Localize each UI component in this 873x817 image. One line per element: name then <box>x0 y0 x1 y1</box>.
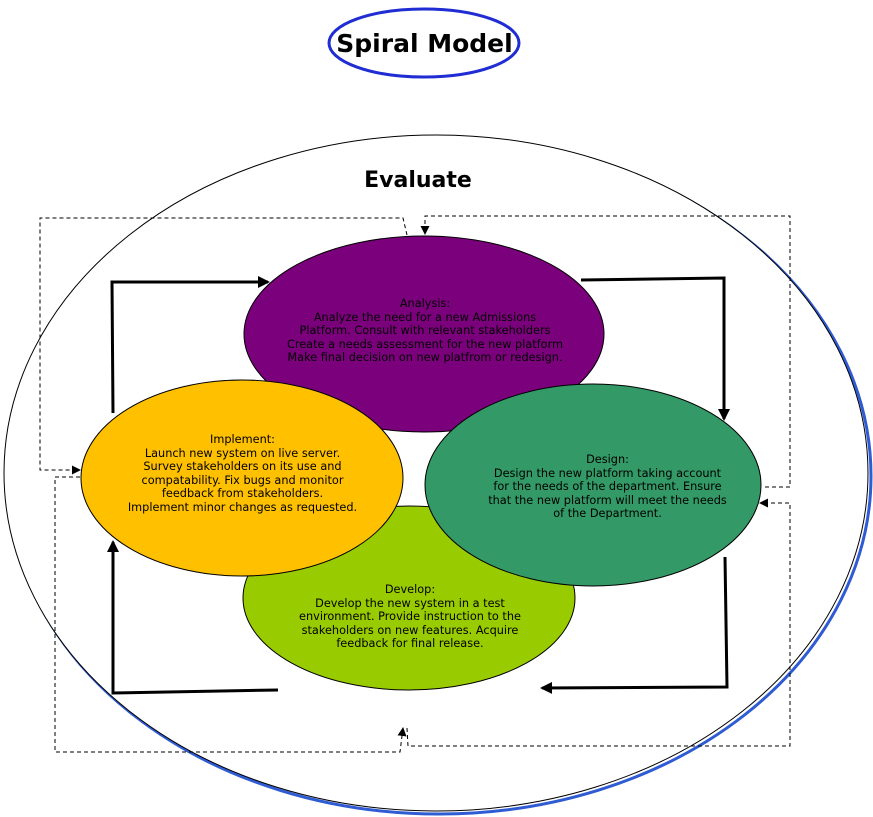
analysis-line: Platform. Consult with relevant stakehol… <box>299 324 551 337</box>
implement-text-block: Implement: Launch new system on live ser… <box>85 433 400 514</box>
develop-line: environment. Provide instruction to the <box>299 610 521 623</box>
arrow-design-to-develop <box>540 556 729 694</box>
implement-heading: Implement: <box>210 433 275 446</box>
design-line: for the needs of the department. Ensure <box>493 480 722 493</box>
design-line: that the new platform will meet the need… <box>488 493 727 507</box>
arrow-implement-to-analysis <box>110 276 270 414</box>
develop-line: feedback for final release. <box>336 637 484 650</box>
dashed-top-left-loop <box>39 217 408 475</box>
dashed-bottom-right-loop <box>406 498 791 747</box>
page-title: Spiral Model <box>336 28 513 58</box>
title-ellipse <box>327 7 521 79</box>
implement-line: Survey stakeholders on its use and <box>143 460 342 473</box>
design-line: Design the new platform taking account <box>493 466 722 480</box>
design-text-block: Design: Design the new platform taking a… <box>430 453 785 521</box>
design-ellipse <box>424 383 762 587</box>
analysis-heading: Analysis: <box>399 297 451 310</box>
analysis-text-block: Analysis: Analyze the need for a new Adm… <box>250 297 600 365</box>
title-box: Spiral Model <box>328 8 521 78</box>
implement-line: Launch new system on live server. <box>144 446 341 460</box>
design-heading: Design: <box>586 453 629 466</box>
analysis-line: Create a needs assessment for the new pl… <box>286 337 564 351</box>
cycle-arrows <box>107 276 730 695</box>
evaluate-label: Evaluate <box>364 168 472 193</box>
implement-line: feedback from stakeholders. <box>161 487 324 500</box>
develop-line: stakeholders on new features. Acquire <box>301 623 519 637</box>
analysis-line: Make final decision on new platfrom or r… <box>287 351 563 364</box>
analysis-ellipse <box>243 235 605 433</box>
dashed-top-right-loop <box>420 215 791 488</box>
develop-text-block: Develop: Develop the new system in a tes… <box>255 583 565 651</box>
develop-line: Develop the new system in a test <box>315 596 505 610</box>
design-line: of the Department. <box>553 507 662 520</box>
implement-ellipse <box>80 379 404 577</box>
implement-line: compatability. Fix bugs and monitor <box>141 473 344 487</box>
implement-line: Implement minor changes as requested. <box>127 500 358 514</box>
arrow-develop-to-implement <box>107 540 279 695</box>
analysis-line: Analyze the need for a new Admissions <box>313 310 537 324</box>
dashed-feedback-lines <box>39 215 791 753</box>
develop-heading: Develop: <box>384 583 436 596</box>
dashed-bottom-left-loop <box>54 476 407 753</box>
arrow-analysis-to-design <box>580 276 730 421</box>
